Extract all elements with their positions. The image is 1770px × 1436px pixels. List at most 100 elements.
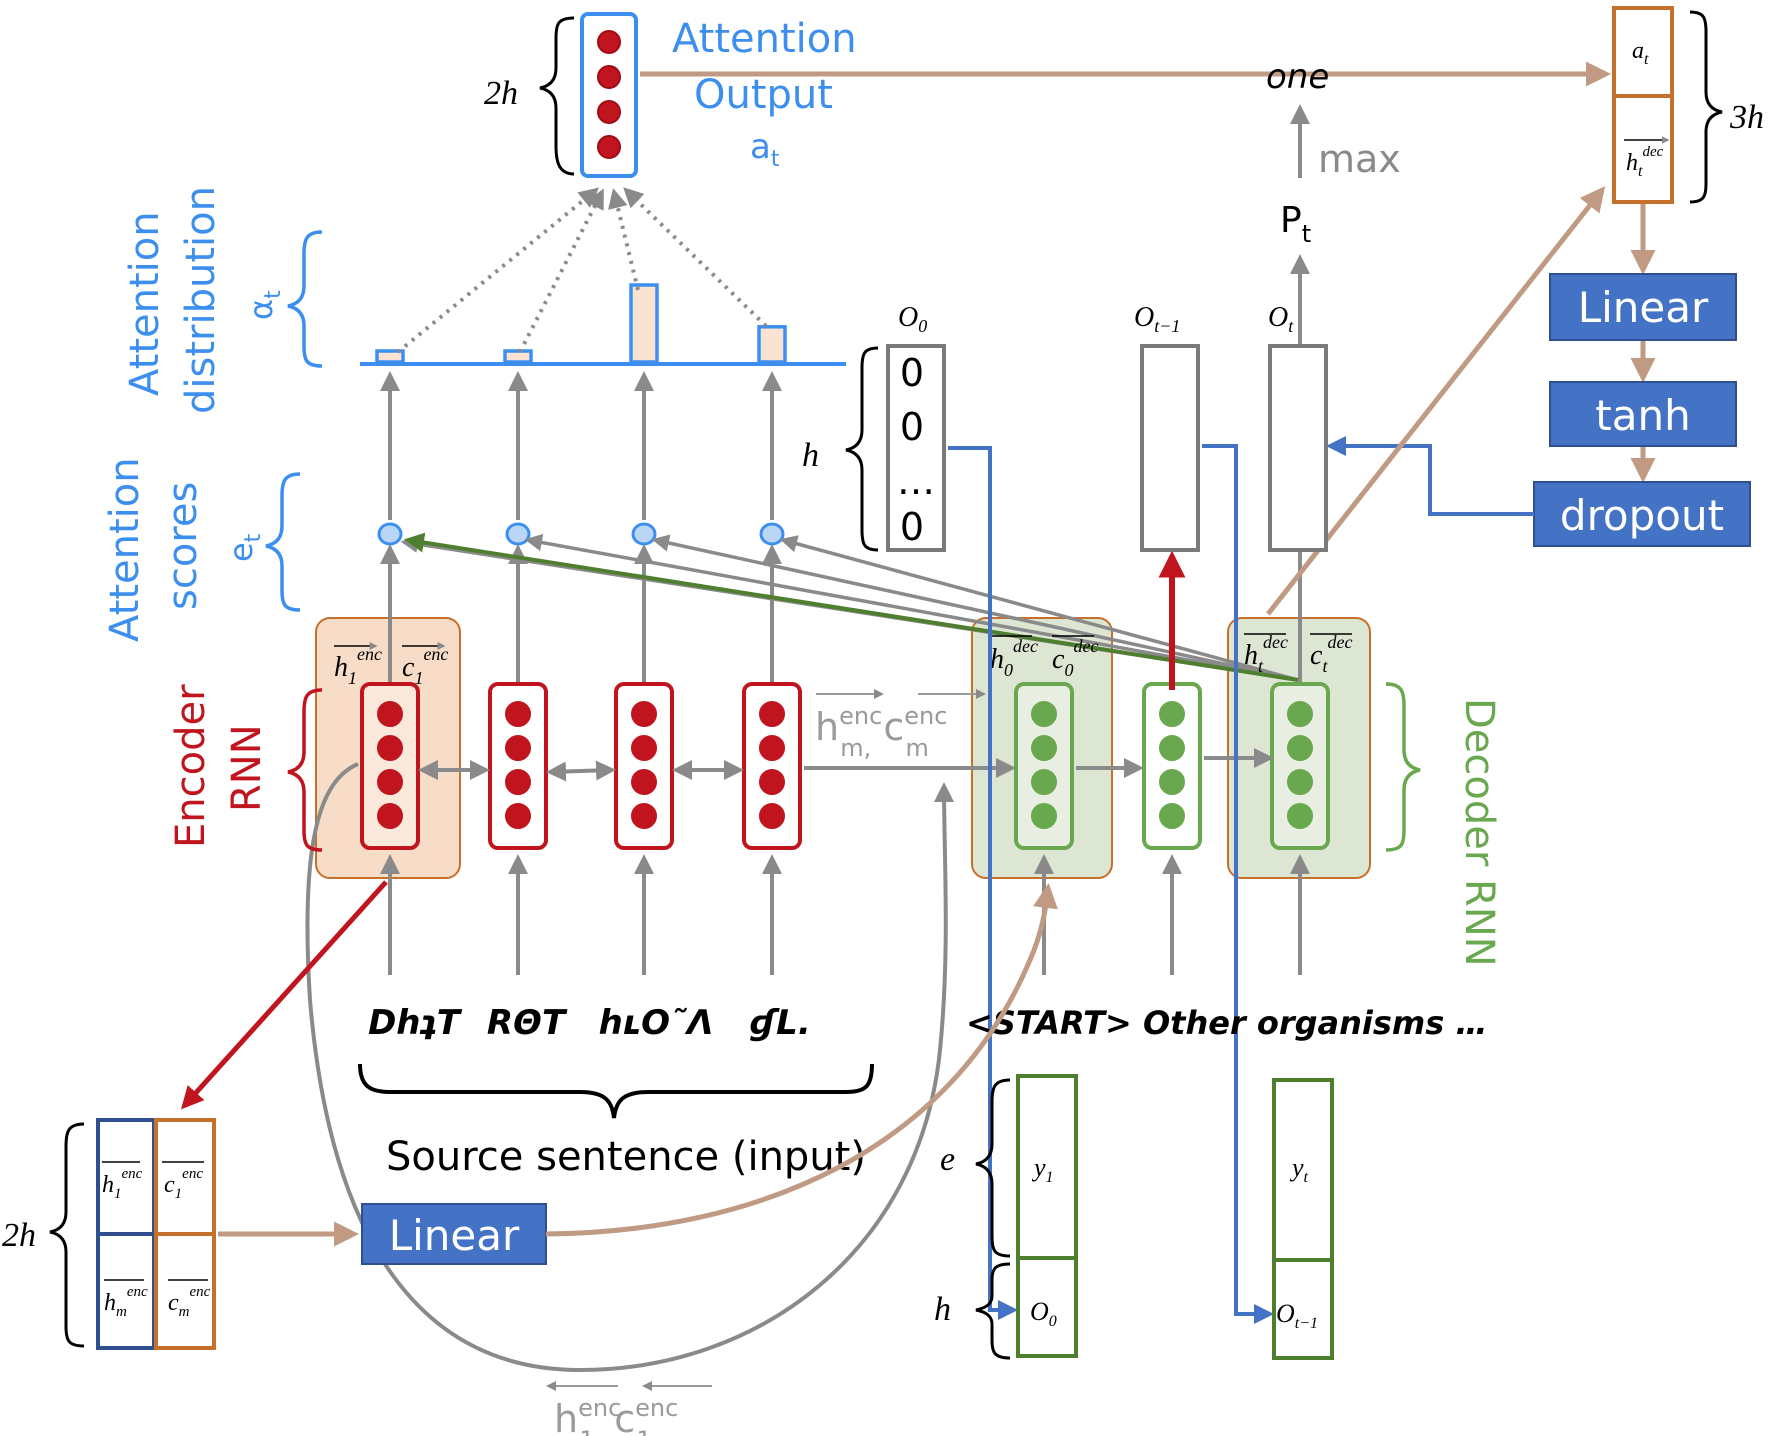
ot-prev-vector xyxy=(1140,344,1200,552)
svg-text:h1enc: h1enc xyxy=(102,1166,143,1202)
linear-layer-box xyxy=(1549,273,1737,341)
henc-1-label: henc1, cenc1 xyxy=(554,1394,678,1436)
attention-bar-4 xyxy=(757,325,787,364)
source-sentence-label: Source sentence (input) xyxy=(386,1134,866,1180)
dropout-layer-box xyxy=(1533,481,1751,547)
attention-output-title-1: Attention xyxy=(672,16,857,62)
emb-o0-label: O0 xyxy=(1030,1297,1057,1330)
concat-c1enc-cell xyxy=(154,1118,216,1236)
attention-output-2h: 2h xyxy=(484,75,518,112)
tanh-layer-label: tanh xyxy=(1595,391,1690,440)
attention-output-at: at xyxy=(750,127,780,172)
dec-h0-label: h0dec xyxy=(990,636,1038,680)
embedding-h-brace xyxy=(975,1262,1011,1360)
encoder-to-score-arrows xyxy=(380,371,782,682)
encoder-to-concat-arrow xyxy=(180,880,388,1110)
o0-zero-vector xyxy=(886,344,946,552)
state-panel-labels: h1enc c1enc h0dec c0dec htdec ctdec xyxy=(334,632,1352,688)
decoder-cell-1 xyxy=(1014,682,1074,850)
score-dot-1 xyxy=(377,522,403,546)
attention-distribution-brace xyxy=(287,230,323,368)
attention-scores-e: et xyxy=(222,533,266,562)
dec-ht-label: htdec xyxy=(1244,632,1288,676)
dropout-layer-label: dropout xyxy=(1560,491,1724,540)
y1-label: y1 xyxy=(1031,1153,1054,1186)
encoder-cell-4 xyxy=(742,682,802,850)
ot-prev-feed-box xyxy=(1272,1258,1334,1360)
svg-text:0: 0 xyxy=(900,351,924,395)
encoder-cell-2 xyxy=(488,682,548,850)
svg-text:0: 0 xyxy=(900,405,924,449)
ot1-label: Ot−1 xyxy=(1134,302,1180,336)
score-dot-2 xyxy=(505,522,531,546)
source-word-3: hʟO˜Λ xyxy=(599,1003,714,1043)
source-word-4: ɠL. xyxy=(749,1003,811,1043)
source-word-1: DhʇT xyxy=(368,1003,463,1043)
encoder-brace xyxy=(287,688,323,852)
attention-bar-3 xyxy=(629,283,659,364)
yt-embedding-box xyxy=(1272,1078,1334,1262)
attention-score-dots xyxy=(377,522,785,546)
linear-layer-label: Linear xyxy=(1578,283,1709,332)
attention-scores-title-2: scores xyxy=(160,482,206,610)
svg-text:0: 0 xyxy=(900,505,924,549)
backward-state-loop xyxy=(305,762,955,1373)
attention-output-units xyxy=(597,30,621,159)
output-word-one: one xyxy=(1266,57,1329,97)
decoder-brace xyxy=(1385,682,1421,852)
score-dot-4 xyxy=(759,522,785,546)
embedding-e-brace xyxy=(975,1078,1011,1258)
attention-scores-title-1: Attention xyxy=(102,457,148,642)
decoder-cell-3 xyxy=(1270,682,1330,850)
svg-text:hmenc: hmenc xyxy=(104,1284,148,1320)
decoder-title: Decoder RNN xyxy=(1456,698,1502,967)
attention-output-vector xyxy=(580,12,638,178)
concat-hmenc-cell xyxy=(96,1232,156,1350)
encoder-bidirectional-arrows xyxy=(418,760,744,782)
bottom-linear-box xyxy=(361,1203,547,1265)
dropout-to-ot-line xyxy=(1326,436,1534,516)
max-label: max xyxy=(1318,137,1401,181)
concat-htdec-label: htdec xyxy=(1626,144,1664,180)
y1-embedding-box xyxy=(1016,1074,1078,1260)
dec-ct-label: ctdec xyxy=(1310,632,1352,676)
attention-scores-brace xyxy=(265,472,301,612)
encoder-cells xyxy=(360,682,802,850)
o0-brace xyxy=(845,346,879,552)
o0-feed-box xyxy=(1016,1256,1078,1358)
decoder-to-first-score-green xyxy=(404,532,1299,682)
yt-label: yt xyxy=(1289,1153,1309,1186)
embedding-h-label: h xyxy=(934,1291,951,1328)
source-sentence-brace xyxy=(358,1063,874,1119)
concat-3h: 3h xyxy=(1729,99,1764,136)
enc-h1-label: h1enc xyxy=(334,644,382,688)
svg-text:…: … xyxy=(897,459,935,503)
tanh-layer-box xyxy=(1549,381,1737,447)
attention-bars xyxy=(375,283,787,364)
concat-brace xyxy=(1689,10,1723,204)
bottom-concat-brace xyxy=(49,1122,85,1348)
decoder-cells xyxy=(1014,682,1330,850)
svg-text:cmenc: cmenc xyxy=(168,1284,211,1320)
attention-bar-1 xyxy=(375,349,405,364)
ot-prev-feed-line xyxy=(1202,444,1274,1324)
attention-distribution-alpha: αt xyxy=(242,290,286,320)
embedding-e-label: e xyxy=(940,1141,955,1178)
attention-distribution-title-2: distribution xyxy=(178,186,224,414)
ot-vector xyxy=(1268,344,1328,552)
attention-dotted-lines xyxy=(396,187,768,354)
concat-box-htdec xyxy=(1612,94,1674,204)
source-word-2: RΘT xyxy=(487,1003,568,1043)
linear-to-decoder-init xyxy=(545,883,1058,1237)
pt-label: Pt xyxy=(1280,200,1311,248)
encoder-title-1: Encoder xyxy=(168,684,214,848)
attention-bar-2 xyxy=(503,349,533,364)
encoder-input-arrows xyxy=(380,854,1310,975)
decoder-cell-2 xyxy=(1142,682,1202,850)
o0-feed-line xyxy=(948,446,1018,1320)
enc-c1-label: c1enc xyxy=(402,644,448,688)
target-sentence: <START> Other organisms … xyxy=(966,1004,1487,1042)
encoder-cell-1 xyxy=(360,682,420,850)
